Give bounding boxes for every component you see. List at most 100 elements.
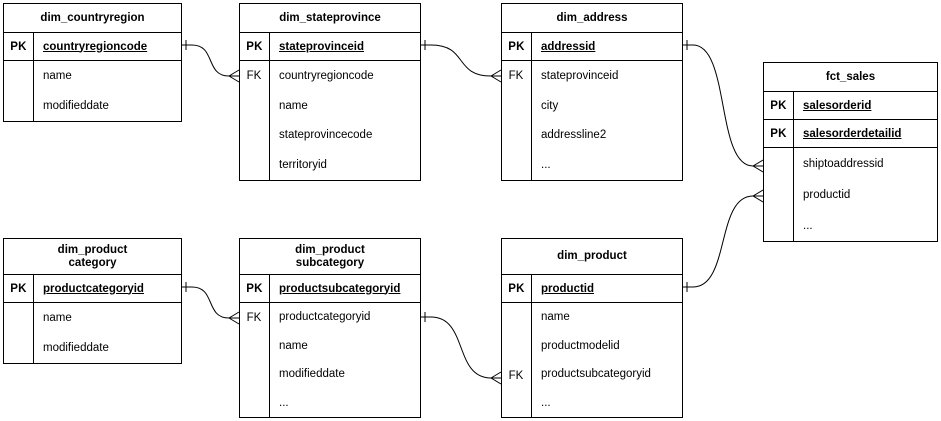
attribute-key-column [764,148,794,241]
attribute-row: shiptoaddressid [803,157,884,170]
attribute-key-column [4,61,34,121]
relationship-line [191,44,230,77]
entity-title: dim_stateprovince [240,4,420,33]
pk-badge: PK [764,92,794,119]
relationship-line [692,195,754,288]
relationship-stateprovince-to-address [421,40,502,83]
attribute-names: name productmodelid productsubcategoryid… [532,303,682,417]
attribute-row: productid [803,188,851,201]
entity-title-line: category [68,256,117,269]
entity-fct-sales[interactable]: fct_sales PK salesorderid PK salesorderd… [763,62,938,242]
cardinality-many-marker [752,189,764,203]
pk-field-name: productcategoryid [43,282,144,295]
entity-title: dim_address [502,4,682,33]
pk-badge: PK [502,275,532,302]
entity-pk-row-secondary[interactable]: PK salesorderdetailid [764,120,937,148]
entity-dim-address[interactable]: dim_address PK addressid FK stateprovinc… [501,3,683,181]
attribute-key-column: FK [502,303,532,417]
relationship-productcategory-to-subcategory [182,282,240,325]
cardinality-many-marker [490,69,502,83]
attribute-row: stateprovinceid [541,69,619,82]
cardinality-many-marker [752,159,764,173]
pk-badge: PK [502,33,532,60]
attribute-key-column [4,303,34,363]
entity-attributes: FK stateprovinceid city addressline2 ... [502,61,682,180]
fk-badge: FK [246,70,262,82]
attribute-names: name modifieddate [34,303,181,363]
attribute-row: addressline2 [541,129,607,142]
fk-badge: FK [508,370,524,382]
attribute-key-column: FK [240,61,270,180]
pk-field-name: productid [541,282,595,295]
pk-field-name: stateprovinceid [279,40,364,53]
pk-badge: PK [240,33,270,60]
relationship-line [430,44,492,77]
pk-badge: PK [764,120,794,147]
entity-title-line: dim_product [57,243,128,256]
cardinality-many-marker [228,311,240,325]
attribute-key-column: FK [240,303,270,417]
entity-attributes: shiptoaddressid productid ... [764,148,937,241]
entity-title: dim_product category [4,239,181,275]
attribute-row: territoryid [279,159,327,172]
entity-pk-row[interactable]: PK stateprovinceid [240,33,420,61]
pk-field-name: addressid [541,40,596,53]
relationship-countryregion-to-stateprovince [182,40,240,83]
entity-title-line: dim_address [556,11,628,24]
relationship-line [430,316,492,379]
attribute-row: name [43,70,72,82]
relationship-address-to-sales [683,40,764,173]
attribute-row: modifieddate [43,342,109,354]
attribute-row: name [541,311,570,324]
attribute-row: ... [279,396,289,409]
attribute-row: ... [541,396,551,409]
entity-attributes: FK name productmodelid productsubcategor… [502,303,682,417]
pk-badge: PK [4,33,34,60]
attribute-row: productsubcategoryid [541,368,651,381]
entity-dim-productcategory[interactable]: dim_product category PK productcategoryi… [3,238,182,364]
entity-title: dim_product [502,239,682,275]
entity-pk-row[interactable]: PK salesorderid [764,92,937,120]
relationship-subcategory-to-product [421,312,502,385]
attribute-names: productcategoryid name modifieddate ... [270,303,420,417]
entity-pk-row[interactable]: PK countryregioncode [4,33,181,61]
entity-pk-row[interactable]: PK productcategoryid [4,275,181,303]
pk-field-name: salesorderid [803,99,872,112]
pk-field-name: productsubcategoryid [279,282,401,295]
relationship-line [191,286,230,319]
fk-badge: FK [508,70,524,82]
attribute-row: modifieddate [279,368,345,381]
entity-title-line: dim_product [557,250,627,262]
entity-title-line: fct_sales [825,70,876,83]
entity-dim-countryregion[interactable]: dim_countryregion PK countryregioncode n… [3,3,182,122]
attribute-names: stateprovinceid city addressline2 ... [532,61,682,180]
cardinality-many-marker [490,371,502,385]
entity-pk-row[interactable]: PK productid [502,275,682,303]
pk-field-name: countryregioncode [43,40,148,53]
entity-pk-row[interactable]: PK addressid [502,33,682,61]
relationship-product-to-sales [683,189,764,292]
attribute-names: name modifieddate [34,61,181,121]
entity-dim-productsubcategory[interactable]: dim_product subcategory PK productsubcat… [239,238,421,418]
attribute-row: modifieddate [43,100,109,112]
entity-dim-product[interactable]: dim_product PK productid FK name product… [501,238,683,418]
entity-title-line: dim_countryregion [40,11,145,24]
attribute-names: shiptoaddressid productid ... [794,148,937,241]
entity-attributes: name modifieddate [4,303,181,363]
attribute-key-column: FK [502,61,532,180]
entity-attributes: FK countryregioncode name stateprovincec… [240,61,420,180]
entity-title: fct_sales [764,63,937,92]
attribute-row: city [541,99,559,112]
attribute-row: productmodelid [541,339,620,352]
pk-badge: PK [4,275,34,302]
attribute-row: productcategoryid [279,311,371,324]
entity-pk-row[interactable]: PK productsubcategoryid [240,275,420,303]
attribute-row: name [279,99,308,112]
entity-title-line: dim_product [295,243,365,256]
entity-dim-stateprovince[interactable]: dim_stateprovince PK stateprovinceid FK … [239,3,421,181]
entity-title-line: dim_stateprovince [279,11,381,24]
entity-attributes: name modifieddate [4,61,181,121]
attribute-row: name [43,312,72,324]
pk-badge: PK [240,275,270,302]
attribute-names: countryregioncode name stateprovincecode… [270,61,420,180]
